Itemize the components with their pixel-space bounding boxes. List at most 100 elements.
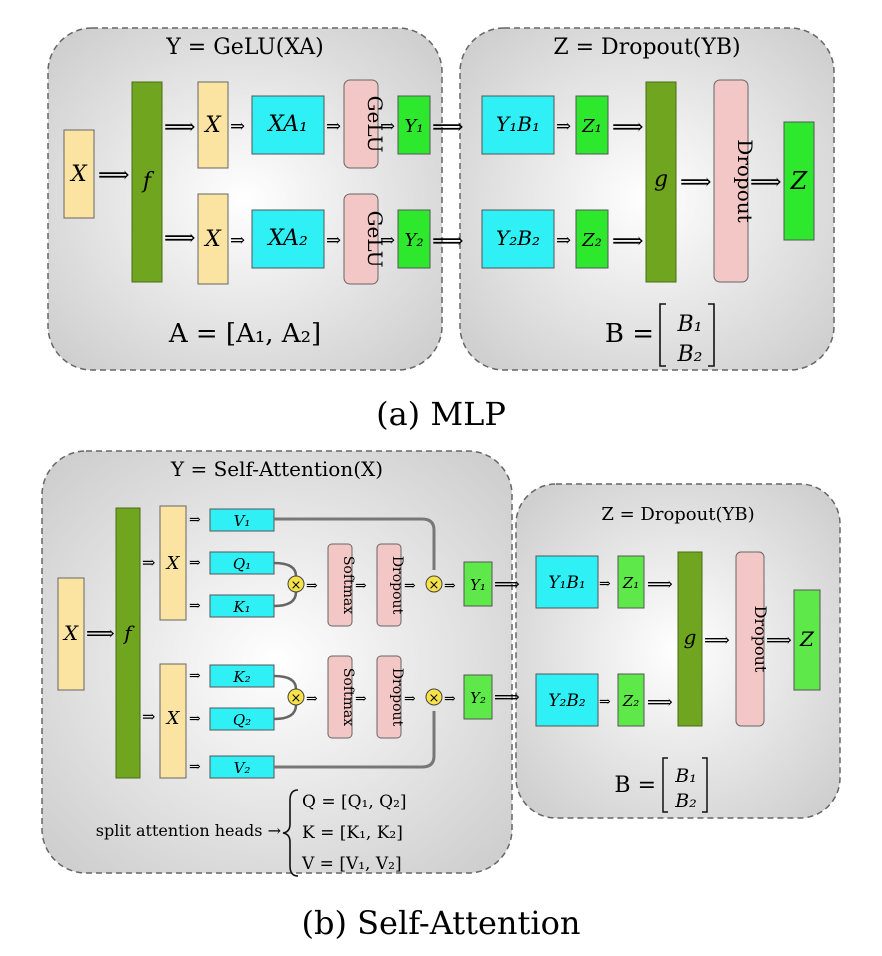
arrow-icon: ⇒ <box>189 512 201 528</box>
arrow-icon: ⇒ <box>189 598 201 614</box>
mlp-xa2-block <box>251 209 325 269</box>
arrow-icon: ⇒ <box>444 578 456 594</box>
attn-caption: (b) Self-Attention <box>301 904 580 942</box>
arrow-icon: ⟹ <box>494 687 520 708</box>
arrow-icon: ⇒ <box>355 691 367 707</box>
mlp-g-label: g <box>654 167 668 192</box>
mlp-caption: (a) MLP <box>376 395 506 433</box>
mlp-diagram: Y = GeLU(XA) Z = Dropout(YB) X ⟹ f ⟹ X ⇒… <box>47 27 835 433</box>
attn-dropout2-block <box>376 655 402 739</box>
attn-k1-label: K₁ <box>232 598 250 616</box>
mlp-x1-block <box>197 81 229 169</box>
attn-left-title: Y = Self-Attention(X) <box>170 457 383 481</box>
mlp-z2-label: Z₂ <box>581 230 602 251</box>
arrow-icon: ⇒ <box>599 576 611 592</box>
mlp-x2-block <box>197 193 229 285</box>
attn-softmax2-block <box>327 655 353 739</box>
attn-v-equation: V = [V₁, V₂] <box>301 854 402 874</box>
arrow-icon: ⟹ <box>704 630 730 651</box>
attn-v2-label: V₂ <box>234 759 251 777</box>
mlp-input-x-label: X <box>69 162 88 187</box>
arrow-icon: ⇒ <box>189 668 201 684</box>
mlp-z1-label: Z₁ <box>581 116 602 137</box>
arrow-icon: ⟹ <box>98 163 130 188</box>
multiply-icon: × <box>429 691 440 706</box>
attn-z2-block <box>617 673 645 727</box>
attn-x2-label: X <box>165 708 181 729</box>
mlp-xa1-block <box>251 95 325 155</box>
attn-softmax1-label: Softmax <box>340 556 356 614</box>
arrow-icon: ⇒ <box>556 116 571 137</box>
mlp-yb1-block <box>481 95 555 155</box>
arrow-icon: ⟹ <box>647 574 673 595</box>
mlp-dropout-block <box>713 79 749 283</box>
mlp-a-equation: A = [A₁, A₂] <box>168 319 321 349</box>
arrow-icon: ⇒ <box>380 230 395 251</box>
attn-f-block <box>115 507 141 779</box>
connector-v2 <box>274 711 436 769</box>
attn-right-title: Z = Dropout(YB) <box>601 504 754 525</box>
attn-dropout1-label: Dropout <box>389 556 405 615</box>
mlp-x2-label: X <box>203 227 222 252</box>
matrix-right-bracket <box>708 303 715 367</box>
arrow-icon: ⟹ <box>164 115 196 140</box>
attn-y2-label: Y₂ <box>470 689 486 707</box>
attn-y1-block <box>463 561 493 607</box>
arrow-icon: ⇒ <box>189 759 201 775</box>
attn-z1-block <box>617 555 645 609</box>
connector-k2 <box>273 674 298 690</box>
arrow-icon: ⇒ <box>326 230 341 251</box>
attn-dropout1-block <box>376 543 402 627</box>
mlp-y1-block <box>397 95 431 155</box>
arrow-icon: ⇒ <box>189 711 201 727</box>
attn-dropout2-label: Dropout <box>389 668 405 727</box>
attn-y2-block <box>463 674 493 720</box>
arrow-icon: ⇒ <box>599 694 611 710</box>
arrow-icon: ⟹ <box>612 229 644 254</box>
attn-yb2-block <box>535 673 599 727</box>
arrow-icon: ⟹ <box>647 692 673 713</box>
mlp-y2-label: Y₂ <box>404 230 423 251</box>
attn-dropout-label: Dropout <box>751 606 770 673</box>
attn-k2-label: K₂ <box>232 668 250 686</box>
arrow-icon: ⇒ <box>444 691 456 707</box>
attn-split-label: split attention heads → <box>96 821 281 840</box>
attn-z-block <box>793 589 821 691</box>
mlp-xa2-label: XA₂ <box>266 226 308 251</box>
mlp-f-block <box>131 81 163 283</box>
attn-g-block <box>677 551 703 727</box>
attn-b1-label: B₁ <box>674 765 697 787</box>
split-brace <box>282 789 299 877</box>
arrow-icon: ⟹ <box>164 226 196 251</box>
multiply-icon: × <box>429 578 440 593</box>
arrow-icon: ⇒ <box>380 116 395 137</box>
multiply-node-4 <box>425 688 443 706</box>
mlp-yb2-block <box>481 209 555 269</box>
attn-q-equation: Q = [Q₁, Q₂] <box>302 792 407 812</box>
attn-q2-label: Q₂ <box>233 711 251 729</box>
attn-yb1-block <box>535 555 599 609</box>
attn-softmax2-label: Softmax <box>340 668 356 726</box>
attn-y1-label: Y₁ <box>470 576 486 594</box>
mlp-y2-block <box>397 209 431 269</box>
mlp-gelu2-block <box>343 193 379 285</box>
attn-input-x-label: X <box>62 621 79 645</box>
mlp-z2-block <box>575 209 609 269</box>
mlp-b1-label: B₁ <box>677 312 703 337</box>
mlp-b-equation-lhs: B = <box>605 319 654 349</box>
arrow-icon: ⇒ <box>142 553 155 572</box>
attn-x1-block <box>159 505 187 621</box>
mlp-xa1-label: XA₁ <box>266 112 308 137</box>
attn-x2-block <box>159 663 187 779</box>
arrow-icon: ⟹ <box>766 630 792 651</box>
arrow-icon: ⇒ <box>556 230 571 251</box>
mlp-yb2-label: Y₂B₂ <box>496 226 540 250</box>
mlp-z-label: Z <box>790 167 809 195</box>
arrow-icon: ⇒ <box>306 691 318 707</box>
attn-v1-label: V₁ <box>234 512 251 530</box>
arrow-icon: ⇒ <box>189 555 201 571</box>
arrow-icon: ⟹ <box>86 621 115 645</box>
mlp-input-x-block <box>63 129 95 219</box>
attn-input-x-block <box>57 577 85 691</box>
